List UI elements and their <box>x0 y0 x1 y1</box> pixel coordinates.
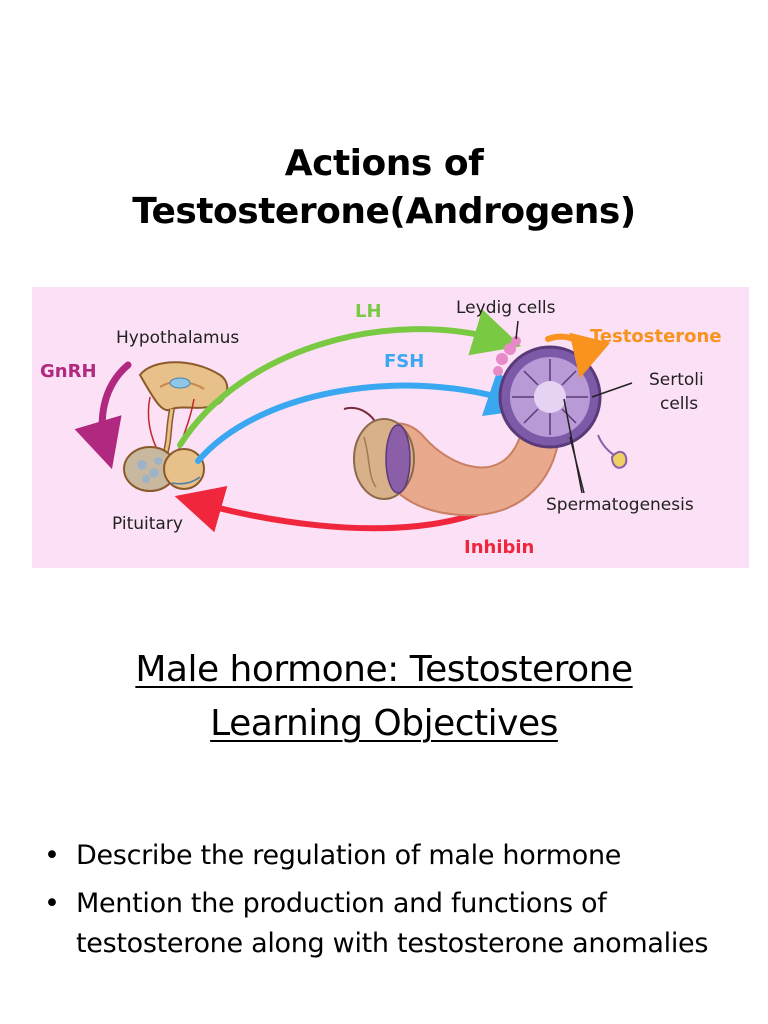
list-item: • Mention the production and functions o… <box>40 884 740 964</box>
fsh-label: FSH <box>384 351 424 372</box>
hypothalamus-label: Hypothalamus <box>116 328 239 348</box>
lh-label: LH <box>355 301 382 322</box>
objectives-list: • Describe the regulation of male hormon… <box>40 836 740 972</box>
list-item: • Describe the regulation of male hormon… <box>40 836 740 876</box>
gnrh-label: GnRH <box>40 361 97 382</box>
sertoli-label-line2: cells <box>660 394 698 414</box>
leydig-cells-label: Leydig cells <box>456 298 556 318</box>
lh-arrow <box>177 309 522 448</box>
subtitle-line2: Learning Objectives <box>210 703 558 744</box>
seminiferous-tubule <box>493 336 628 469</box>
gnrh-arrow <box>74 361 132 470</box>
spermatogenesis-label: Spermatogenesis <box>546 495 694 515</box>
slide-title-line2: Testosterone(Androgens) <box>132 191 636 232</box>
pituitary-illustration <box>123 446 205 492</box>
objective-text: Mention the production and functions of … <box>76 888 709 959</box>
slide-title: Actions of Testosterone(Androgens) <box>0 140 768 236</box>
hormone-regulation-diagram: Hypothalamus GnRH Pituitary LH FSH Leydi… <box>32 287 749 568</box>
testis-illustration <box>343 407 562 517</box>
sertoli-label-line1: Sertoli <box>649 370 704 390</box>
objective-text: Describe the regulation of male hormone <box>76 840 622 871</box>
bullet-icon: • <box>44 840 60 871</box>
testosterone-label: Testosterone <box>590 326 722 347</box>
leydig-pointer <box>515 320 519 340</box>
subtitle-line1: Male hormone: Testosterone <box>135 649 633 690</box>
fsh-arrow <box>195 370 536 464</box>
slide-title-line1: Actions of <box>284 143 484 184</box>
diagram-svg: Hypothalamus GnRH Pituitary LH FSH Leydi… <box>40 298 722 558</box>
inhibin-label: Inhibin <box>464 537 534 558</box>
section-subtitle: Male hormone: Testosterone Learning Obje… <box>0 643 768 751</box>
sertoli-pointer <box>591 382 633 398</box>
spermatogenesis-pointer-2 <box>569 436 585 494</box>
testosterone-arrow <box>545 332 611 379</box>
bullet-icon: • <box>44 888 60 919</box>
pituitary-label: Pituitary <box>112 514 183 534</box>
